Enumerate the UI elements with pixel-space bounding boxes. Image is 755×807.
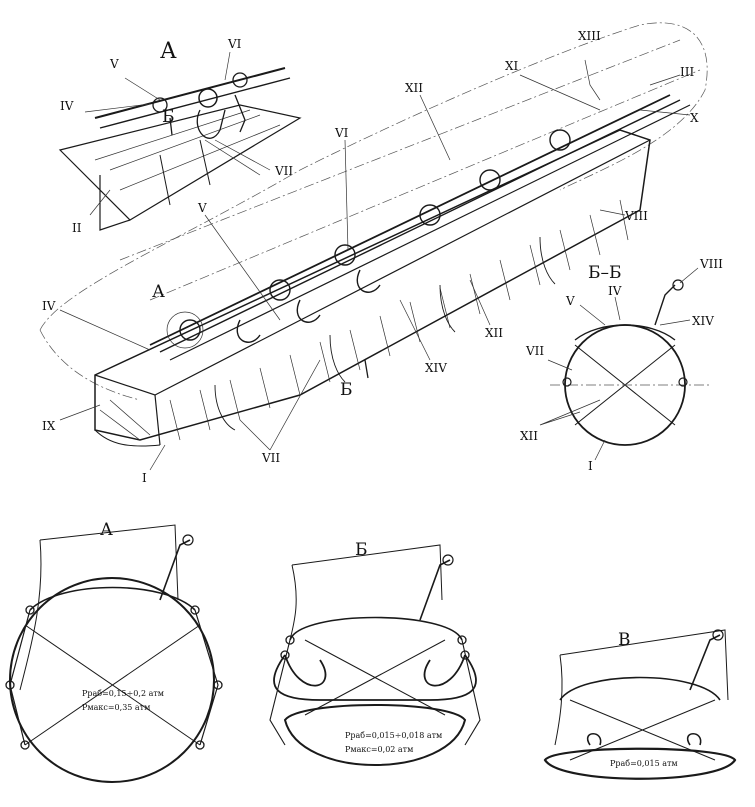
callout-v-a: V [109,57,119,71]
callout-v-main: V [197,201,207,215]
state-b-pressure-max: Pмакс=0,02 атм [345,745,413,754]
callout-vi-a: VI [227,37,242,51]
callout-xiv-main: XIV [425,361,447,375]
callout-viii-main: VIII [624,209,648,223]
callout-i-main: I [142,471,147,485]
state-v-label: В [618,630,631,650]
state-b-label: Б [355,540,368,560]
cut-mark-bottom: Б [340,380,353,400]
callout-ix: IX [42,419,56,433]
callout-iv-section: IV [608,284,622,298]
callout-v-section: V [565,294,575,308]
callout-xii-main: XII [485,326,503,340]
section-b-b-view [539,267,710,461]
detail-ref-a: А [152,282,165,302]
cut-mark-top: Б [162,107,175,127]
callout-xii-section: XII [520,429,538,443]
detail-a-title: А [160,39,177,64]
callout-xii-top: XII [405,81,423,95]
state-b-view [269,544,481,766]
state-a-pressure-max: Pмакс=0,35 атм [82,703,150,712]
callout-iv-main: IV [42,299,56,313]
callout-vii-main: VII [261,451,280,465]
callout-vi-main: VI [334,126,349,140]
callout-iv-a: IV [60,99,74,113]
state-a-label: А [100,520,113,540]
callout-ii-a: II [72,221,82,235]
state-b-pressure-work: Pраб=0,015÷0,018 атм [345,731,442,740]
callout-x: X [690,111,699,125]
state-a-view [5,524,223,783]
section-b-b-title: Б–Б [588,263,622,283]
state-v-pressure-work: Pраб=0,015 атм [610,759,678,768]
callout-vii-a: VII [274,164,293,178]
callout-viii-section: VIII [699,257,723,271]
state-v-view [543,629,737,780]
detail-a-view: А [58,39,302,231]
main-perspective-view [39,22,708,471]
callout-vii-section: VII [525,344,544,358]
state-a-pressure-work: Pраб=0,15÷0,2 атм [82,689,164,698]
callout-xiii: XIII [578,29,601,43]
callout-iii: III [680,65,694,79]
callout-xi: XI [505,59,519,73]
callout-i-section: I [588,459,593,473]
callout-xiv-section: XIV [692,314,714,328]
